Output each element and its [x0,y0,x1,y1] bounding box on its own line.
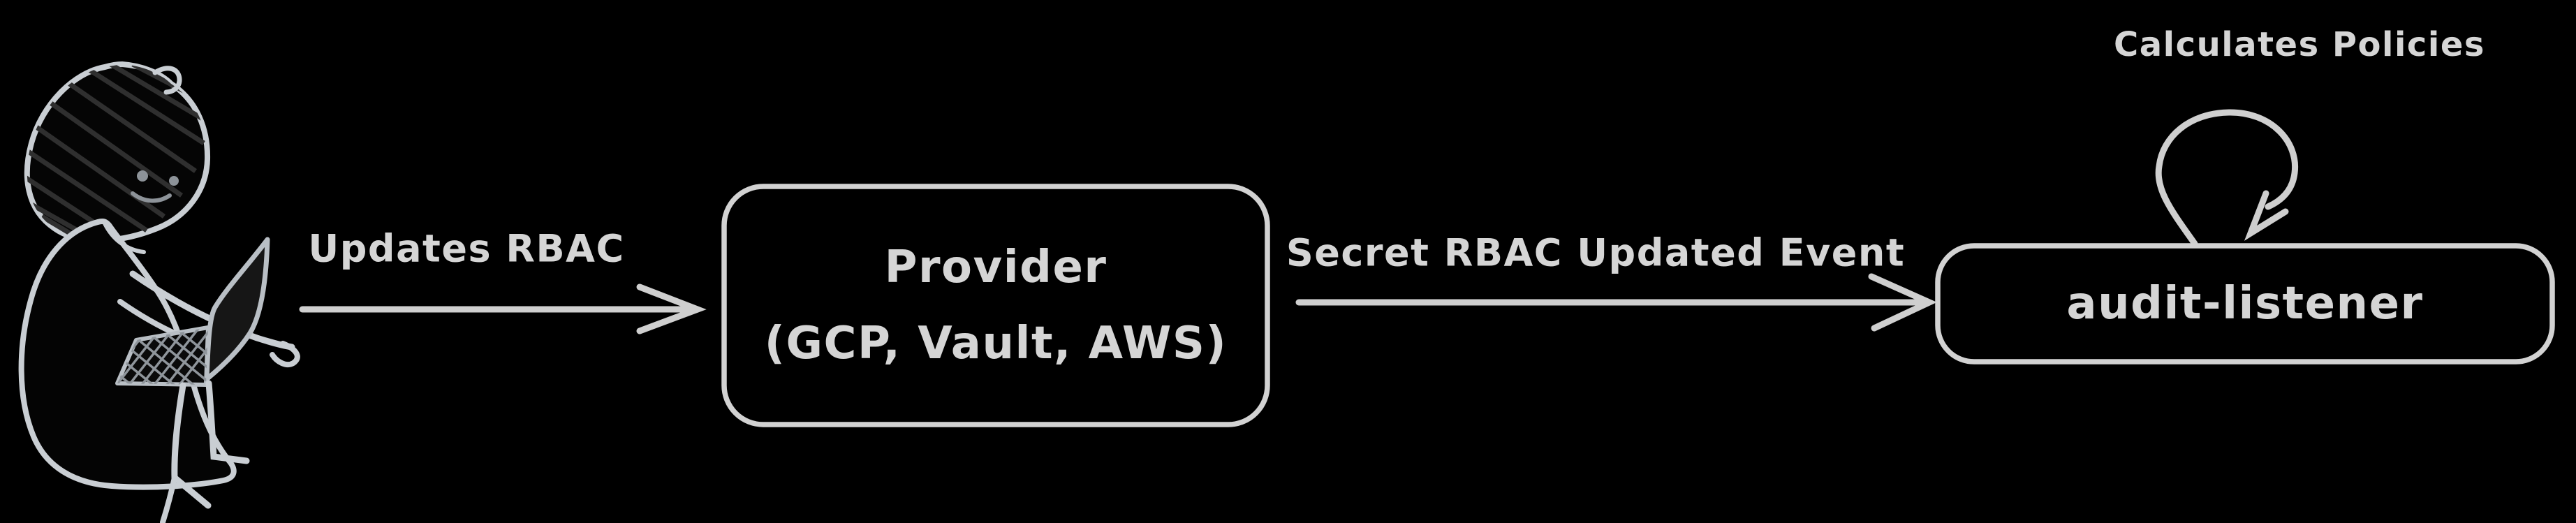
provider-node-outline [721,184,1270,427]
edge-label-calculates-policies: Calculates Policies [2114,25,2485,64]
provider-node-subtitle: (GCP, Vault, AWS) [764,317,1228,369]
provider-node: Provider (GCP, Vault, AWS) [724,186,1267,425]
arrowhead-right-icon [1868,273,1937,332]
edge-label-updates-rbac: Updates RBAC [308,226,625,271]
arrowhead-down-left-icon [2244,190,2289,241]
person-smile [131,191,172,203]
provider-node-title: Provider [884,241,1107,293]
edge-label-secret-rbac-updated-event: Secret RBAC Updated Event [1286,230,1906,275]
hair-curl [152,66,182,95]
self-loop-calculates-policies [2155,109,2299,247]
audit-listener-node-label: audit-listener [2066,277,2424,330]
audit-listener-node-outline [1935,243,2555,364]
person-collar [103,221,146,254]
person-leg-back-shin [160,475,177,523]
person-hand [270,341,300,368]
laptop-screen [204,237,270,382]
edge-updates-rbac [299,283,707,334]
person-leg-front [205,380,250,464]
edge-secret-rbac-updated-event [1295,273,1937,332]
person-leg-back [171,382,212,509]
person-at-laptop-illustration [18,61,300,523]
arrowhead-right-icon [636,283,707,334]
audit-listener-node: audit-listener [1938,246,2552,362]
person-eye-right [169,176,179,186]
person-eye-left [137,170,148,182]
